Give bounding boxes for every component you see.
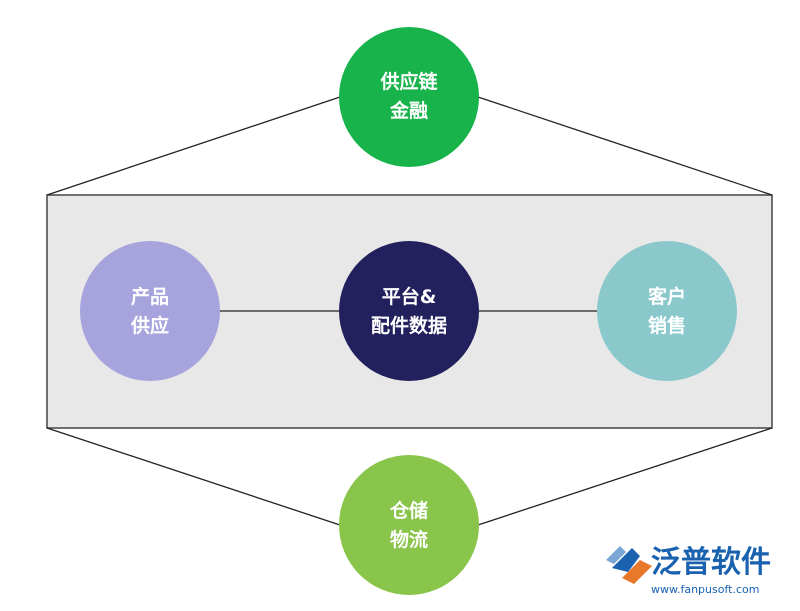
node-circle: [339, 27, 479, 167]
node-label-line1: 平台&: [382, 285, 437, 308]
connector-top-right: [477, 96, 773, 196]
node-label-line2: 销售: [648, 314, 686, 337]
logo-brand-text: 泛普软件: [651, 545, 771, 580]
node-circle: [339, 455, 479, 595]
node-label-line2: 供应: [130, 314, 169, 337]
connector-bottom-left: [46, 427, 341, 526]
connector-bottom-right: [477, 427, 773, 526]
node-label-line1: 仓储: [389, 499, 428, 522]
node-supply-chain-finance: 供应链 金融: [339, 27, 479, 167]
node-product-supply: 产品 供应: [80, 241, 220, 381]
node-label-line1: 客户: [648, 285, 686, 308]
fanpusoft-logo: 泛普软件 www.fanpusoft.com: [606, 545, 771, 596]
node-warehousing-logistics: 仓储 物流: [339, 455, 479, 595]
logo-url-text: www.fanpusoft.com: [651, 583, 759, 596]
node-label-line1: 产品: [131, 285, 169, 308]
node-label-line1: 供应链: [379, 70, 437, 93]
node-circle: [339, 241, 479, 381]
node-platform-parts-data: 平台& 配件数据: [339, 241, 479, 381]
logo-mark-icon: [606, 546, 652, 584]
node-label-line2: 金融: [389, 99, 428, 122]
node-label-line2: 配件数据: [371, 314, 447, 337]
node-customer-sales: 客户 销售: [597, 241, 737, 381]
connector-top-left: [46, 96, 341, 196]
node-circle: [597, 241, 737, 381]
node-label-line2: 物流: [390, 528, 428, 551]
node-circle: [80, 241, 220, 381]
